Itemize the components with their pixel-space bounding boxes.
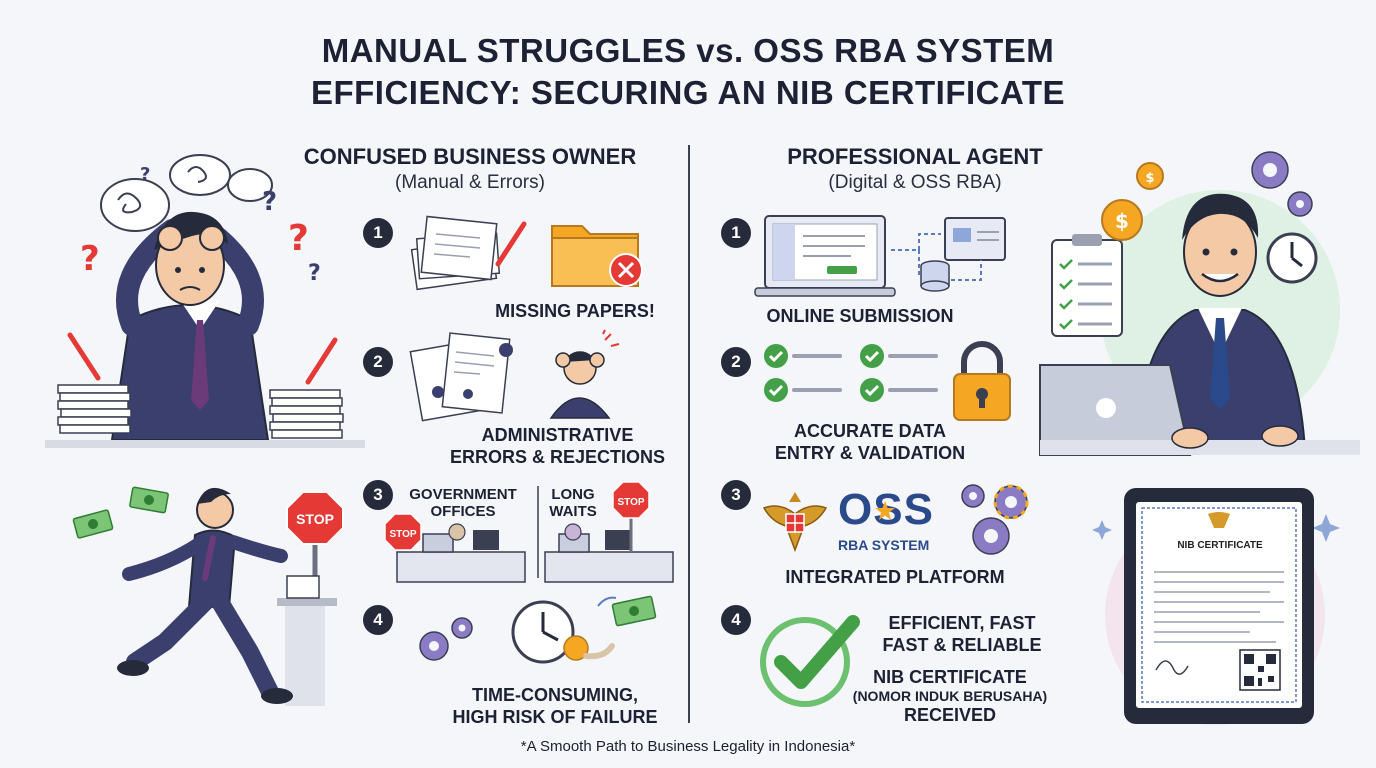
svg-text:?: ?	[308, 261, 321, 286]
right-step-4-caption: EFFICIENT, FAST FAST & RELIABLE	[862, 612, 1062, 656]
left-step-2-number: 2	[363, 347, 393, 377]
right-step-4-caption-line-2: FAST & RELIABLE	[882, 635, 1042, 655]
right-step-4-cert-line-1: NIB CERTIFICATE	[873, 667, 1027, 687]
left-step-3-label-b: LONG WAITS	[540, 486, 606, 520]
svg-text:?: ?	[140, 164, 150, 185]
government-office-icon: STOP STOP	[384, 481, 674, 583]
left-step-4-caption: TIME-CONSUMING, HIGH RISK OF FAILURE	[420, 684, 690, 728]
stressed-owner-illustration: ? ? ? ? ?	[45, 154, 365, 448]
left-step-2-caption: ADMINISTRATIVE ERRORS & REJECTIONS	[430, 424, 685, 468]
right-subheading: (Digital & OSS RBA)	[828, 172, 1002, 193]
right-step-2-caption-line-1: ACCURATE DATA	[794, 421, 946, 441]
svg-text:?: ?	[80, 239, 100, 279]
left-heading: CONFUSED BUSINESS OWNER	[303, 144, 637, 169]
column-divider	[688, 145, 690, 723]
left-step-2-caption-line-1: ADMINISTRATIVE	[481, 425, 634, 445]
papers-icon	[410, 215, 527, 291]
right-step-4-number: 4	[721, 605, 751, 635]
error-documents-icon	[409, 332, 513, 422]
svg-text:?: ?	[262, 187, 277, 217]
certificate-tablet-illustration	[1092, 488, 1340, 725]
page-title: MANUAL STRUGGLES vs. OSS RBA SYSTEM EFFI…	[0, 30, 1376, 114]
online-submission-icon	[754, 215, 1006, 297]
left-step-3-label-a-line-2: OFFICES	[430, 503, 496, 520]
left-step-3-label-a-line-1: GOVERNMENT	[409, 486, 517, 503]
running-owner-illustration: STOP	[72, 486, 344, 706]
stressed-worker-icon	[549, 329, 620, 419]
right-step-2-number: 2	[721, 347, 751, 377]
success-check-icon	[760, 615, 860, 707]
left-step-3-number: 3	[363, 480, 393, 510]
oss-logo-subtitle: RBA SYSTEM	[838, 537, 930, 553]
title-line-2: EFFICIENCY: SECURING AN NIB CERTIFICATE	[310, 74, 1066, 111]
stop-sign-small-left-text: STOP	[389, 529, 416, 540]
missing-folder-icon	[551, 225, 643, 287]
left-step-3-label-a: GOVERNMENT OFFICES	[398, 486, 528, 520]
time-consuming-icon	[419, 595, 657, 664]
right-step-2-caption: ACCURATE DATA ENTRY & VALIDATION	[745, 420, 995, 464]
svg-text:$: $	[1145, 171, 1154, 186]
left-step-1-number: 1	[363, 218, 393, 248]
svg-text:?: ?	[288, 218, 309, 259]
left-step-4-caption-line-2: HIGH RISK OF FAILURE	[452, 707, 658, 727]
right-heading: PROFESSIONAL AGENT	[787, 144, 1043, 169]
footnote: *A Smooth Path to Business Legality in I…	[520, 738, 856, 755]
left-step-3-label-b-line-2: WAITS	[549, 503, 597, 520]
garuda-emblem-icon	[762, 492, 828, 553]
stop-sign-small-right-text: STOP	[617, 497, 644, 508]
left-step-1-caption: MISSING PAPERS!	[495, 301, 655, 321]
gears-icon	[961, 484, 1029, 555]
right-step-4-cert-line-2: (NOMOR INDUK BERUSAHA)	[852, 688, 1048, 704]
right-step-4-cert-line-3: RECEIVED	[903, 705, 997, 725]
left-step-2-caption-line-2: ERRORS & REJECTIONS	[449, 447, 666, 467]
title-line-1: MANUAL STRUGGLES vs. OSS RBA SYSTEM	[321, 32, 1055, 69]
right-step-3-number: 3	[721, 480, 751, 510]
right-step-1-number: 1	[721, 218, 751, 248]
right-step-3-caption: INTEGRATED PLATFORM	[785, 567, 1005, 587]
stop-sign-text: STOP	[296, 511, 334, 527]
right-step-1-caption: ONLINE SUBMISSION	[766, 306, 954, 326]
oss-logo-star-icon	[875, 501, 895, 520]
professional-agent-illustration: $ $	[1039, 151, 1360, 456]
left-step-4-number: 4	[363, 605, 393, 635]
left-step-3-label-b-line-1: LONG	[551, 486, 595, 503]
left-step-4-caption-line-1: TIME-CONSUMING,	[472, 685, 638, 705]
right-step-4-caption-line-1: EFFICIENT, FAST	[888, 613, 1036, 633]
right-step-2-caption-line-2: ENTRY & VALIDATION	[774, 443, 966, 463]
left-subheading: (Manual & Errors)	[395, 172, 545, 193]
svg-text:$: $	[1115, 209, 1129, 233]
certificate-title: NIB CERTIFICATE	[1177, 540, 1263, 551]
validation-checklist-icon	[764, 341, 1011, 421]
